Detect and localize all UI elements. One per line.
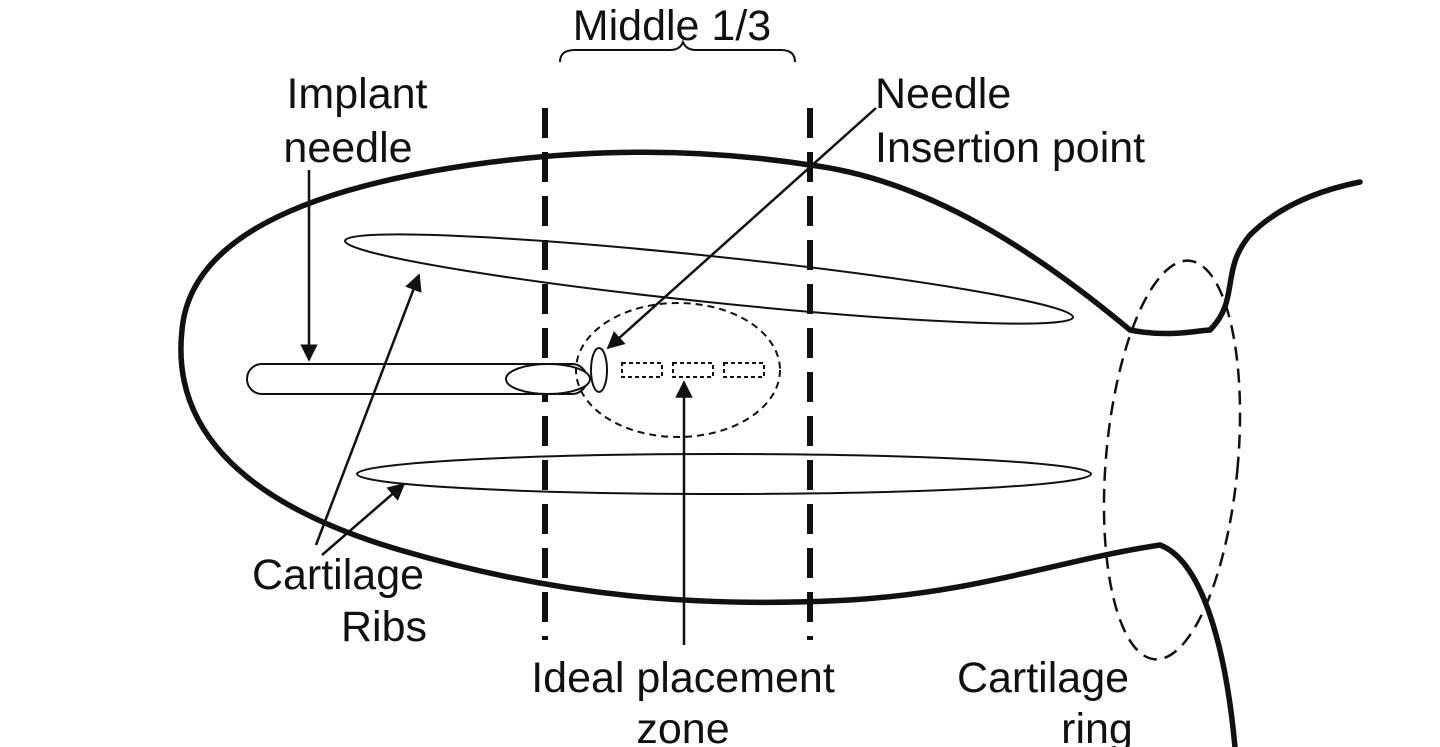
ideal-zone-label-line1: Ideal placement	[531, 654, 835, 702]
arrow-icon	[314, 273, 422, 546]
needle-insertion-marker	[590, 347, 608, 393]
ear-outline-upper	[807, 162, 1363, 337]
implant-slot-1	[621, 362, 663, 378]
cartilage-rib-upper	[343, 233, 1075, 325]
middle-third-label: Middle 1/3	[573, 2, 771, 50]
ideal-placement-zone	[575, 302, 781, 438]
brace-icon	[559, 39, 796, 63]
cartilage-ring-label-line2: ring	[1061, 705, 1133, 747]
implant-needle-tip	[505, 363, 591, 395]
arrow-icon	[606, 107, 877, 350]
cartilage-ring	[1102, 259, 1242, 661]
cartilage-ring-label-line1: Cartilage	[957, 654, 1129, 702]
cartilage-rib-lower	[356, 453, 1092, 495]
cartilage-ribs-label-line1: Cartilage	[252, 551, 424, 599]
needle-insertion-label-line1: Needle	[875, 70, 1011, 118]
implant-slot-2	[672, 362, 714, 378]
arrow-icon	[321, 482, 406, 556]
implant-needle-label-line2: needle	[283, 124, 412, 172]
needle-insertion-label-line2: Insertion point	[875, 124, 1145, 172]
ear-outline	[178, 149, 1238, 747]
implant-needle-label-line1: Implant	[286, 70, 427, 118]
implant-slot-3	[723, 362, 765, 378]
ideal-zone-label-line2: zone	[636, 705, 729, 747]
cartilage-ribs-label-line2: Ribs	[341, 603, 427, 651]
